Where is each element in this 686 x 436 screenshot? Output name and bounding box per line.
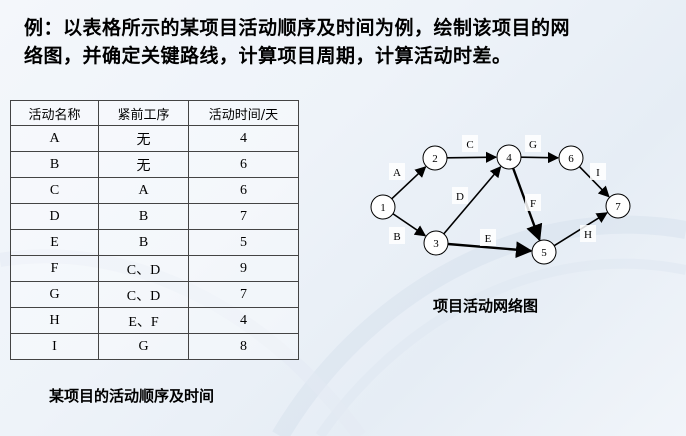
edge-label-bg: [525, 194, 541, 211]
edge-label: B: [393, 231, 400, 243]
node-3: 3: [423, 230, 449, 256]
heading-line-1: 例：以表格所示的某项目活动顺序及时间为例，绘制该项目的网: [24, 17, 571, 39]
node-label: 2: [432, 153, 438, 165]
node-label: 5: [541, 247, 547, 259]
edge-label: I: [596, 167, 600, 179]
node-circle: [496, 144, 522, 170]
page-heading: 例：以表格所示的某项目活动顺序及时间为例，绘制该项目的网 络图，并确定关键路线，…: [24, 14, 674, 70]
node-circle: [531, 239, 557, 265]
node-circle: [558, 145, 584, 171]
edge-label: A: [393, 167, 401, 179]
header-predecessor: 紧前工序: [98, 100, 189, 126]
edge-label: D: [456, 191, 464, 203]
node-circle: [422, 145, 448, 171]
cell-predecessor: E、F: [98, 307, 189, 334]
edge-E: [447, 241, 533, 259]
node-label: 6: [568, 153, 574, 165]
edge-C: [446, 151, 498, 163]
node-label: 1: [380, 202, 386, 214]
heading-line-2: 络图，并确定关键路线，计算项目周期，计算活动时差。: [24, 45, 512, 67]
node-4: 4: [496, 144, 522, 170]
edge-label-bg: [580, 225, 596, 242]
node-circle: [423, 230, 449, 256]
cell-activity-name: B: [10, 151, 99, 178]
node-label: 3: [433, 238, 439, 250]
edge-label-bg: [389, 163, 405, 180]
cell-predecessor: 无: [98, 151, 189, 178]
cell-predecessor: B: [98, 203, 189, 230]
node-6: 6: [558, 145, 584, 171]
cell-predecessor: G: [98, 333, 189, 360]
table-caption: 某项目的活动顺序及时间: [49, 387, 215, 405]
edge-label: H: [584, 229, 592, 241]
edge-label-bg: [590, 163, 606, 180]
cell-duration: 4: [188, 125, 299, 152]
cell-predecessor: B: [98, 229, 189, 256]
edge-label: C: [466, 139, 473, 151]
cell-activity-name: F: [10, 255, 99, 282]
edge-label-bg: [525, 135, 541, 152]
node-7: 7: [605, 193, 631, 219]
network-caption: 项目活动网络图: [433, 297, 539, 315]
node-1: 1: [370, 194, 396, 220]
cell-predecessor: C、D: [98, 281, 189, 308]
edge-I: [578, 166, 610, 198]
node-circle: [370, 194, 396, 220]
node-circle: [605, 193, 631, 219]
cell-activity-name: I: [10, 333, 99, 360]
cell-duration: 9: [188, 255, 299, 282]
edge-D: [443, 166, 502, 235]
node-label: 4: [506, 152, 512, 164]
edge-G: [520, 152, 560, 164]
cell-activity-name: C: [10, 177, 99, 204]
node-label: 7: [615, 201, 621, 213]
edge-label: E: [485, 233, 492, 245]
cell-predecessor: C、D: [98, 255, 189, 282]
edge-label-bg: [480, 229, 496, 246]
edge-B: [392, 213, 427, 237]
edge-label: F: [530, 198, 536, 210]
cell-activity-name: G: [10, 281, 99, 308]
edge-A: [391, 166, 427, 200]
table-header-row: 活动名称 紧前工序 活动时间/天: [10, 100, 299, 126]
cell-duration: 8: [188, 333, 299, 360]
header-duration: 活动时间/天: [188, 100, 299, 126]
cell-activity-name: H: [10, 307, 99, 334]
cell-duration: 4: [188, 307, 299, 334]
edge-label-bg: [389, 227, 405, 244]
cell-duration: 6: [188, 151, 299, 178]
cell-duration: 6: [188, 177, 299, 204]
cell-predecessor: A: [98, 177, 189, 204]
cell-activity-name: A: [10, 125, 99, 152]
edge-label: G: [529, 139, 537, 151]
node-5: 5: [531, 239, 557, 265]
cell-duration: 7: [188, 203, 299, 230]
edge-label-bg: [462, 135, 478, 152]
node-2: 2: [422, 145, 448, 171]
edge-label-bg: [452, 187, 468, 204]
